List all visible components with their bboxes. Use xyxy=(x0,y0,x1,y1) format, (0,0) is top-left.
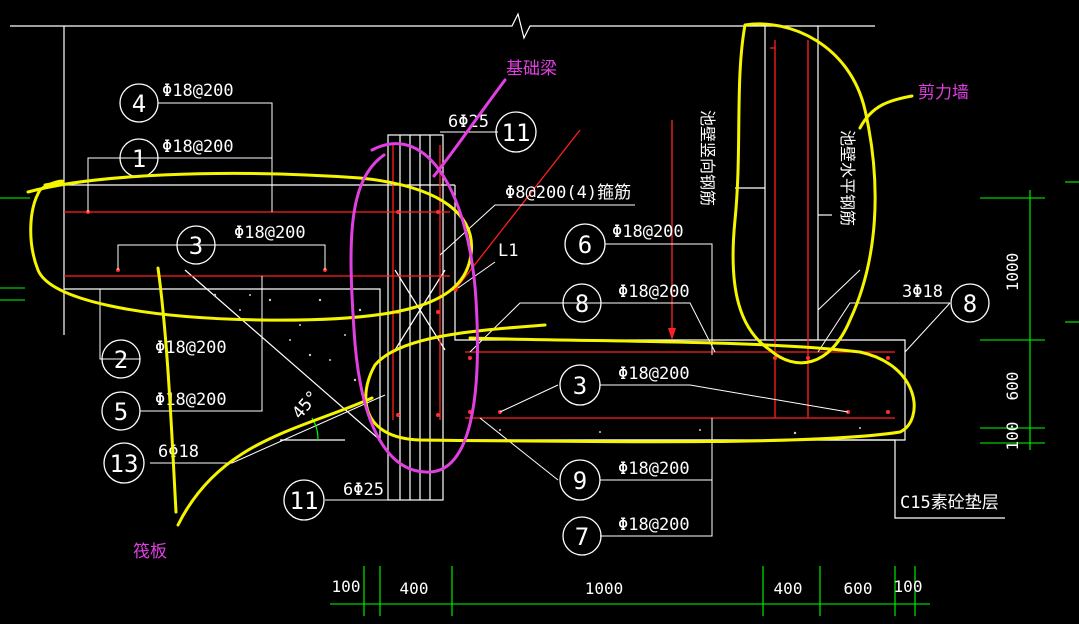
pad-label: C15素砼垫层 xyxy=(900,493,999,513)
foundation-beam-annotation: 基础梁 xyxy=(506,59,557,79)
bubble-number: 3 xyxy=(189,232,203,260)
bubble-number: 1 xyxy=(132,145,146,173)
rebar-label-8-mid: Φ18@200 xyxy=(618,282,690,302)
dimension-bottom: 100 xyxy=(332,577,361,596)
dimension-bottom: 600 xyxy=(844,579,873,598)
dimension-right: 1000 xyxy=(1003,253,1022,292)
dimension-bottom: 400 xyxy=(400,579,429,598)
shear-wall-annotation: 剪力墙 xyxy=(918,83,969,103)
bubble-5 xyxy=(101,391,141,431)
rebar-label-8-right: 3Φ18 xyxy=(902,282,943,302)
bubble-7 xyxy=(562,516,602,556)
raft-pointer xyxy=(156,266,178,514)
bubble-11-bottom xyxy=(283,479,325,521)
bubble-number: 9 xyxy=(573,467,587,495)
rebar-label-4: Φ18@200 xyxy=(162,81,234,101)
bubble-3-left xyxy=(176,225,216,265)
rebar-dots xyxy=(86,210,890,417)
dimension-bottom: 100 xyxy=(894,577,923,596)
magenta-highlights xyxy=(349,78,507,474)
rebar-lines xyxy=(64,40,895,420)
dimension-lines xyxy=(0,181,1079,616)
rebar-label-11-bottom: 6Φ25 xyxy=(343,480,384,500)
rebar-label-13: 6Φ18 xyxy=(158,442,199,462)
bubble-number: 5 xyxy=(114,398,128,426)
rebar-label-3-mid: Φ18@200 xyxy=(618,364,690,384)
rebar-label-7: Φ18@200 xyxy=(618,515,690,535)
bubble-8-mid xyxy=(562,283,602,323)
bubble-3-mid xyxy=(559,364,601,406)
bubble-number: 11 xyxy=(502,119,531,147)
wall-vertical-rebar-label: 池壁竖向钢筋 xyxy=(698,110,717,206)
red-arrowhead-wall xyxy=(668,328,676,340)
bubble-11-top xyxy=(495,111,537,153)
yellow-highlights xyxy=(26,22,916,527)
raft-pointer-2 xyxy=(176,396,374,527)
shear-wall-pointer xyxy=(858,94,914,130)
wall-horizontal-rebar-label: 池壁水平钢筋 xyxy=(838,130,857,226)
rebar-label-3-left: Φ18@200 xyxy=(234,223,306,243)
rebar-label-5: Φ18@200 xyxy=(155,390,227,410)
beam-loop xyxy=(349,142,479,474)
bubble-numbers: 4 1 3 2 5 13 11 11 6 8 3 8 9 7 xyxy=(110,90,978,551)
bubble-number: 7 xyxy=(575,523,589,551)
bubble-number: 6 xyxy=(578,231,592,259)
beam-pointer xyxy=(432,78,507,178)
rebar-label-2: Φ18@200 xyxy=(155,338,227,358)
shear-wall-loop xyxy=(731,22,877,365)
bubble-number: 4 xyxy=(132,90,146,118)
bubble-8-right xyxy=(950,283,990,323)
bubble-number: 13 xyxy=(110,450,139,478)
bubble-number: 2 xyxy=(114,346,128,374)
dimension-bottom: 1000 xyxy=(585,579,624,598)
bubble-4 xyxy=(119,83,159,123)
bubble-number: 11 xyxy=(290,487,319,515)
bubble-number: 8 xyxy=(575,290,589,318)
detail-bubbles xyxy=(101,83,990,556)
bubble-9 xyxy=(559,459,601,501)
bubble-6 xyxy=(564,223,606,265)
angle-arc xyxy=(311,417,319,441)
bubble-number: 8 xyxy=(963,290,977,318)
rebar-label-6: Φ18@200 xyxy=(612,222,684,242)
bubble-13 xyxy=(103,442,145,484)
raft-slab-annotation: 筏板 xyxy=(133,542,167,562)
dimension-bottom: 400 xyxy=(774,579,803,598)
dimension-right: 600 xyxy=(1003,372,1022,401)
rebar-label-9: Φ18@200 xyxy=(618,459,690,479)
stirrup-label: Φ8@200(4)箍筋 xyxy=(505,183,631,203)
concrete-hatch xyxy=(213,293,861,435)
bubble-2 xyxy=(101,339,141,379)
raft-right-loop xyxy=(364,323,916,444)
bubble-number: 3 xyxy=(573,372,587,400)
dimension-text: 100 400 1000 400 600 100 1000 600 100 xyxy=(332,253,1022,598)
rebar-label-1: Φ18@200 xyxy=(162,137,234,157)
leader-lines xyxy=(87,102,951,537)
raft-left-loop xyxy=(26,171,473,322)
beam-id-label: L1 xyxy=(498,241,518,261)
dimension-right: 100 xyxy=(1003,422,1022,451)
